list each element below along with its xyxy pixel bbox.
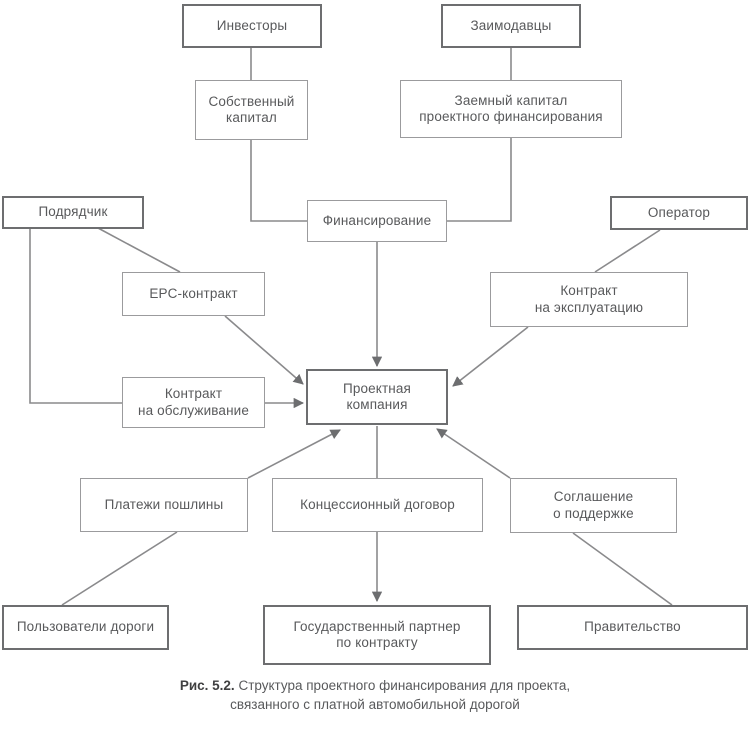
connector-roadusers-tollpayments xyxy=(61,531,178,606)
connector-contractor-service xyxy=(29,228,122,404)
node-label: Заемный капитал проектного финансировани… xyxy=(419,92,603,124)
connector-debt-financing xyxy=(447,138,512,222)
node-support-agreement[interactable]: Соглашение о поддержке xyxy=(510,478,677,533)
node-operation-contract[interactable]: Контракт на эксплуатацию xyxy=(490,272,688,327)
connector-equity-financing xyxy=(250,140,307,222)
node-label: Соглашение о поддержке xyxy=(553,489,634,521)
node-lenders[interactable]: Заимодавцы xyxy=(441,4,581,48)
node-concession-agreement[interactable]: Концессионный договор xyxy=(272,478,483,532)
node-label: Контракт на обслуживание xyxy=(138,386,249,418)
figure-caption-line1: Рис. 5.2. Структура проектного финансиро… xyxy=(0,676,750,695)
node-label: Контракт на эксплуатацию xyxy=(534,283,644,315)
node-label: Правительство xyxy=(584,619,681,635)
connector-operation-projectcompany xyxy=(452,326,529,387)
node-equity-capital[interactable]: Собственный капитал xyxy=(195,80,308,140)
figure-number: Рис. 5.2. xyxy=(179,678,235,693)
node-label: Оператор xyxy=(647,204,711,220)
node-toll-payments[interactable]: Платежи пошлины xyxy=(80,478,248,532)
figure-caption-text1: Структура проектного финансирования для … xyxy=(238,678,571,693)
connector-government-support xyxy=(572,532,673,606)
node-label: Финансирование xyxy=(322,212,432,228)
connector-tollpayments-projectcompany xyxy=(247,429,341,479)
node-public-partner[interactable]: Государственный партнер по контракту xyxy=(263,605,491,665)
node-financing[interactable]: Финансирование xyxy=(307,200,447,242)
node-label: Пользователи дороги xyxy=(16,619,155,635)
node-label: Подрядчик xyxy=(38,204,108,220)
figure-caption: Рис. 5.2. Структура проектного финансиро… xyxy=(0,676,750,714)
node-label: Собственный капитал xyxy=(208,93,295,125)
node-label: Проектная компания xyxy=(343,380,411,412)
node-investors[interactable]: Инвесторы xyxy=(182,4,322,48)
node-project-company[interactable]: Проектная компания xyxy=(306,369,448,425)
connector-operator-operation xyxy=(594,229,661,273)
node-operator[interactable]: Оператор xyxy=(610,196,748,230)
node-road-users[interactable]: Пользователи дороги xyxy=(2,605,169,650)
node-government[interactable]: Правительство xyxy=(517,605,748,650)
connector-epc-projectcompany xyxy=(224,315,304,385)
node-service-contract[interactable]: Контракт на обслуживание xyxy=(122,377,265,428)
node-label: Концессионный договор xyxy=(300,496,455,512)
node-epc-contract[interactable]: EPC-контракт xyxy=(122,272,265,316)
connector-contractor-epc xyxy=(97,227,181,273)
node-contractor[interactable]: Подрядчик xyxy=(2,196,144,229)
node-label: EPC-контракт xyxy=(149,285,238,301)
node-label: Платежи пошлины xyxy=(104,496,224,512)
node-label: Государственный партнер по контракту xyxy=(293,618,461,650)
connector-support-projectcompany xyxy=(436,428,511,479)
node-label: Заимодавцы xyxy=(470,17,552,33)
node-project-debt[interactable]: Заемный капитал проектного финансировани… xyxy=(400,80,622,138)
figure-caption-line2: связанного с платной автомобильной дорог… xyxy=(230,697,520,713)
node-label: Инвесторы xyxy=(216,17,288,33)
